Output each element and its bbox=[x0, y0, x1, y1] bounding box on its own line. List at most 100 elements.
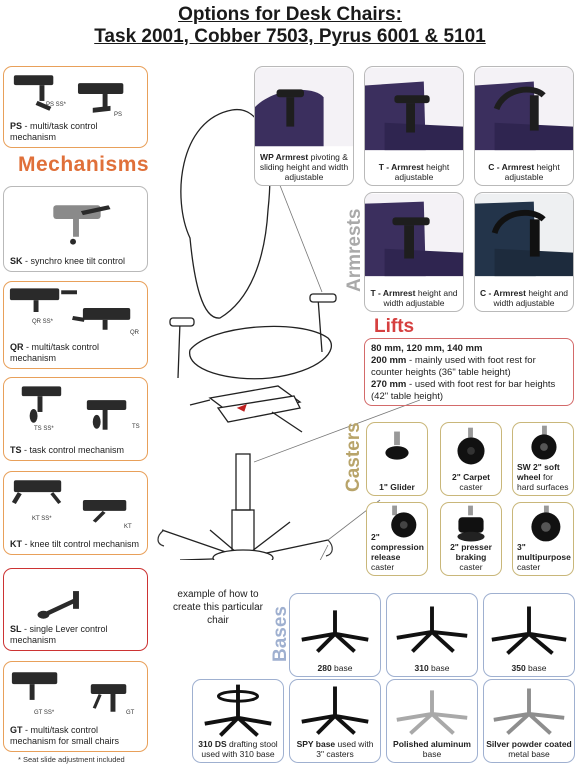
example-note: example of how to create this particular… bbox=[172, 589, 264, 626]
base-card-silver-powder[interactable]: Silver powder coated metal base bbox=[483, 679, 575, 763]
base-name: Silver powder coated bbox=[486, 739, 572, 749]
base-name: Polished aluminum bbox=[393, 739, 471, 749]
base-desc: base bbox=[525, 663, 547, 673]
tag-ts-ss: TS SS* bbox=[34, 426, 54, 432]
lifts-box: 80 mm, 120 mm, 140 mm 200 mm - mainly us… bbox=[364, 338, 574, 406]
base-310-image bbox=[396, 606, 468, 653]
caster-card-glider[interactable]: 1" Glider bbox=[366, 422, 428, 496]
armrest-card-c-height[interactable]: C - Armrest height adjustable bbox=[474, 66, 574, 186]
tag-kt: KT bbox=[124, 524, 132, 530]
mech-desc: - single Lever control mechanism bbox=[10, 624, 108, 645]
mech-code: KT bbox=[10, 539, 22, 549]
armrest-name: C - Armrest bbox=[479, 288, 526, 298]
mechanism-card-qr[interactable]: QR SS* QR QR - multi/task control mechan… bbox=[3, 281, 148, 369]
caster-card-compression[interactable]: 2" compression release caster bbox=[366, 502, 428, 576]
caster-name: 2" presser braking bbox=[450, 542, 492, 562]
armrests-heading: Armrests bbox=[344, 208, 365, 292]
compression-caster-image bbox=[391, 505, 417, 538]
mechanism-card-ts[interactable]: TS SS* TS TS - task control mechanism bbox=[3, 377, 148, 461]
armrest-card-t-height[interactable]: T - Armrest height adjustable bbox=[364, 66, 464, 186]
caster-name: 3" multipurpose bbox=[517, 542, 571, 562]
caster-card-soft-wheel[interactable]: SW 2" soft wheel for hard surfaces bbox=[512, 422, 574, 496]
base-card-350[interactable]: 350 base bbox=[483, 593, 575, 677]
mech-code: SK bbox=[10, 256, 23, 266]
sk-mechanism-image bbox=[53, 205, 111, 245]
tag-ps: PS bbox=[114, 112, 123, 118]
mech-desc: - task control mechanism bbox=[21, 445, 125, 455]
lift-200-desc: - mainly used with foot rest for counter… bbox=[371, 355, 536, 378]
mech-code: PS bbox=[10, 121, 23, 131]
c-armrest-width-image bbox=[475, 193, 573, 277]
ts-mechanism-image bbox=[21, 386, 127, 430]
tag-qr: QR bbox=[130, 330, 139, 336]
armrest-card-c-width[interactable]: C - Armrest height and width adjustable bbox=[474, 192, 574, 312]
base-card-310[interactable]: 310 base bbox=[386, 593, 478, 677]
base-desc: base bbox=[422, 749, 442, 759]
caster-name: 1" Glider bbox=[379, 482, 415, 492]
base-name: 350 bbox=[511, 663, 526, 673]
base-desc: base bbox=[428, 663, 450, 673]
footnote: * Seat slide adjustment included bbox=[18, 755, 125, 764]
silver-powder-base-image bbox=[493, 688, 565, 735]
base-desc: base bbox=[331, 663, 353, 673]
ps-mechanism-image bbox=[13, 75, 124, 113]
lifts-sizes: 80 mm, 120 mm, 140 mm bbox=[371, 343, 483, 354]
base-card-280[interactable]: 280 base bbox=[289, 593, 381, 677]
armrest-card-wp[interactable]: WP Armrest pivoting & sliding height and… bbox=[254, 66, 354, 186]
page-subtitle: Task 2001, Cobber 7503, Pyrus 6001 & 510… bbox=[94, 26, 486, 47]
base-280-image bbox=[301, 610, 369, 653]
caster-desc: caster bbox=[459, 562, 483, 572]
caster-name: SW 2" soft wheel bbox=[517, 462, 560, 482]
mechanism-card-ps[interactable]: PS SS* PS PS - multi/task control mechan… bbox=[3, 66, 148, 148]
caster-desc: caster bbox=[371, 562, 395, 572]
base-name: 310 DS bbox=[198, 739, 227, 749]
lifts-heading: Lifts bbox=[374, 316, 415, 337]
base-350-image bbox=[491, 606, 567, 655]
mech-desc: - multi/task control mechanism for small… bbox=[10, 725, 120, 746]
soft-wheel-caster-image bbox=[531, 425, 557, 460]
base-desc: metal base bbox=[508, 749, 550, 759]
kt-mechanism-image bbox=[11, 480, 127, 523]
polished-aluminum-base-image bbox=[396, 690, 468, 735]
qr-mechanism-image bbox=[9, 288, 131, 330]
caster-card-carpet[interactable]: 2" Carpet caster bbox=[440, 422, 502, 496]
lift-270-label: 270 mm bbox=[371, 379, 407, 390]
armrest-desc: pivoting & sliding height and width adju… bbox=[259, 152, 349, 182]
glider-caster-image bbox=[385, 431, 409, 460]
mechanism-card-sk[interactable]: SK - synchro knee tilt control bbox=[3, 186, 148, 272]
mechanism-card-kt[interactable]: KT SS* KT KT - knee tilt control mechani… bbox=[3, 471, 148, 555]
tag-gt-ss: GT SS* bbox=[34, 710, 55, 716]
multipurpose-caster-image bbox=[531, 505, 561, 542]
base-name: 310 bbox=[414, 663, 429, 673]
caster-desc: caster bbox=[517, 562, 541, 572]
mech-code: GT bbox=[10, 725, 23, 735]
lift-270-desc: - used with foot rest for bar heights (4… bbox=[371, 379, 556, 402]
mech-desc: - multi/task control mechanism bbox=[10, 121, 98, 142]
casters-heading: Casters bbox=[343, 422, 364, 492]
base-name: 280 bbox=[317, 663, 332, 673]
base-card-polished-aluminum[interactable]: Polished aluminum base bbox=[386, 679, 478, 763]
caster-card-presser[interactable]: 2" presser braking caster bbox=[440, 502, 502, 576]
armrest-name: C - Armrest bbox=[488, 162, 535, 172]
armrest-card-t-width[interactable]: T - Armrest height and width adjustable bbox=[364, 192, 464, 312]
presser-caster-image bbox=[457, 505, 485, 542]
gt-mechanism-image bbox=[11, 672, 127, 712]
drafting-stool-base-image bbox=[204, 684, 272, 737]
base-card-310ds[interactable]: 310 DS drafting stool used with 310 base bbox=[192, 679, 284, 763]
tag-gt: GT bbox=[126, 710, 135, 716]
armrest-desc: height and width adjustable bbox=[493, 288, 569, 308]
tag-ps-ss: PS SS* bbox=[46, 102, 67, 108]
sl-mechanism-image bbox=[37, 591, 79, 619]
armrest-desc: height adjustable bbox=[504, 162, 560, 182]
mechanism-card-sl[interactable]: SL - single Lever control mechanism bbox=[3, 568, 148, 651]
caster-name: 2" compression release bbox=[371, 532, 424, 562]
base-name: SPY base bbox=[296, 739, 336, 749]
mechanism-card-gt[interactable]: GT SS* GT GT - multi/task control mechan… bbox=[3, 661, 148, 752]
base-desc: used with 3" casters bbox=[316, 739, 374, 759]
tag-ts: TS bbox=[132, 424, 140, 430]
caster-card-multipurpose[interactable]: 3" multipurpose caster bbox=[512, 502, 574, 576]
base-card-spy[interactable]: SPY base used with 3" casters bbox=[289, 679, 381, 763]
mech-desc: - knee tilt control mechanism bbox=[22, 539, 140, 549]
spy-base-image bbox=[301, 686, 369, 735]
armrest-name: T - Armrest bbox=[378, 162, 424, 172]
